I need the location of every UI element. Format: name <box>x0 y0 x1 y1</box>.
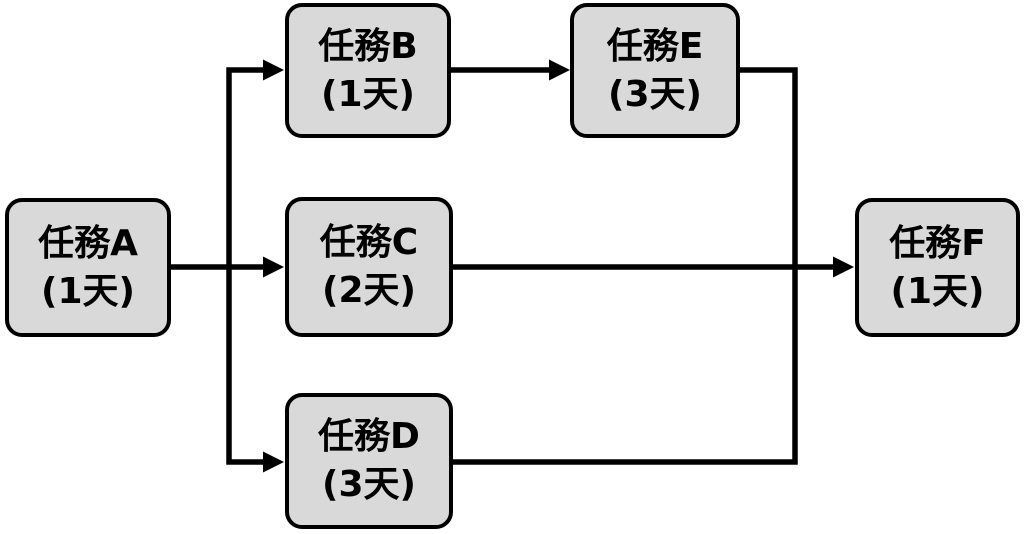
arrowhead-into-c-icon <box>263 256 284 278</box>
task-a-name: 任務A <box>38 222 138 264</box>
arrowhead-into-b-icon <box>263 59 284 81</box>
arrowhead-into-e-icon <box>549 59 570 81</box>
task-f-duration: (1天) <box>890 270 985 312</box>
node-task-c: 任務C (2天) <box>285 197 453 337</box>
task-b-duration: (1天) <box>321 73 415 115</box>
task-c-name: 任務C <box>319 222 419 264</box>
task-c-duration: (2天) <box>322 270 416 311</box>
task-a-duration: (1天) <box>41 270 135 312</box>
node-task-f: 任務F (1天) <box>855 198 1020 337</box>
node-task-a: 任務A (1天) <box>5 198 171 337</box>
task-e-name: 任務E <box>606 25 704 67</box>
node-task-b: 任務B (1天) <box>285 3 451 138</box>
task-b-name: 任務B <box>318 25 418 67</box>
task-d-duration: (3天) <box>322 464 416 505</box>
node-task-e: 任務E (3天) <box>570 3 740 138</box>
node-task-d: 任務D (3天) <box>285 393 453 529</box>
edge-a-branch-line <box>226 67 266 465</box>
task-d-name: 任務D <box>318 416 420 458</box>
arrowhead-into-d-icon <box>263 451 284 473</box>
arrowhead-into-f-icon <box>833 256 854 278</box>
task-e-duration: (3天) <box>608 73 702 115</box>
task-f-name: 任務F <box>889 222 986 264</box>
